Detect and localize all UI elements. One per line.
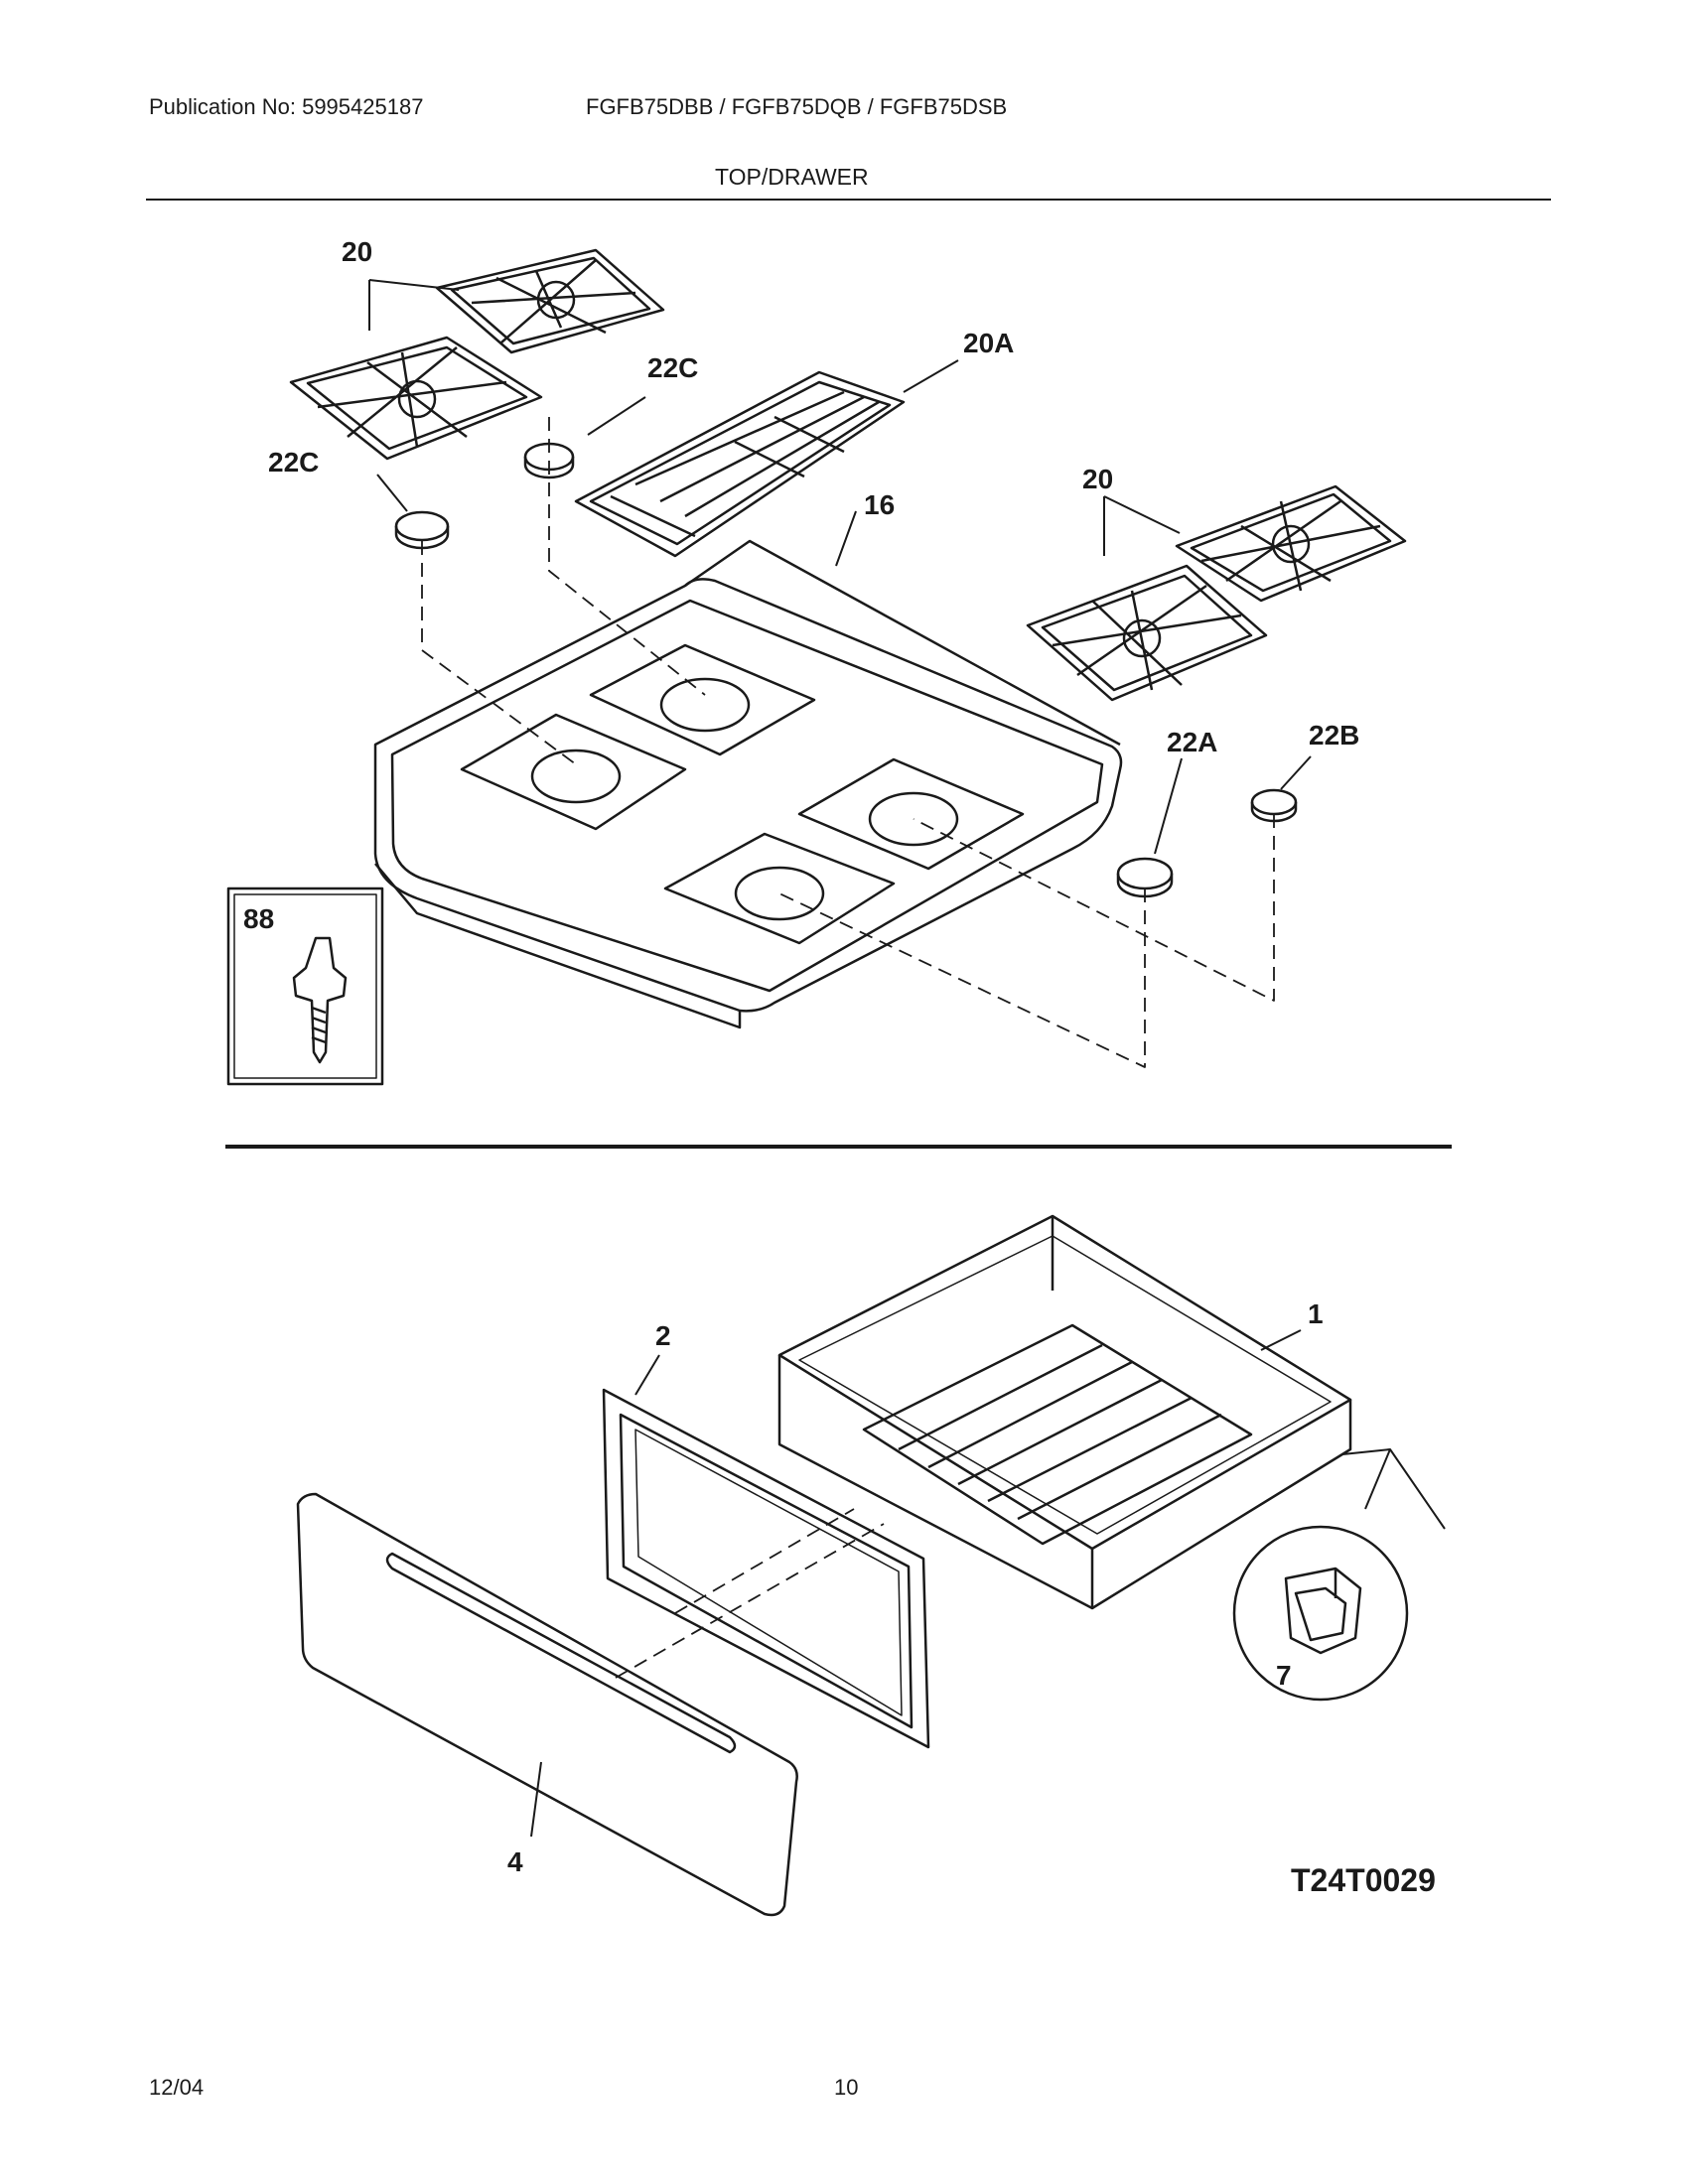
callout-88: 88 <box>243 903 274 934</box>
screw-inset <box>226 887 384 1086</box>
page-number: 10 <box>834 2075 859 2100</box>
clip-inset <box>1232 1525 1409 1702</box>
publication-number: Publication No: 5995425187 <box>149 94 424 119</box>
burner-cap-22b <box>1250 788 1298 816</box>
grate-right-rear <box>1175 484 1407 603</box>
section-title: TOP/DRAWER <box>715 164 869 190</box>
callout-2: 2 <box>655 1320 671 1351</box>
drawer-body <box>777 1214 1352 1610</box>
burner-cap-22a <box>1116 857 1174 890</box>
drawer-front <box>296 1492 798 1917</box>
callout-1: 1 <box>1308 1298 1324 1329</box>
diagram-code: T24T0029 <box>1291 1862 1436 1898</box>
callout-4: 4 <box>507 1846 523 1877</box>
drawer-liner <box>602 1388 930 1749</box>
callout-22c-lower: 22C <box>268 447 319 478</box>
grate-center <box>574 370 906 558</box>
grate-left-rear <box>435 248 665 354</box>
callout-20-left: 20 <box>342 236 372 267</box>
callout-16: 16 <box>864 489 895 520</box>
callout-20-right: 20 <box>1082 464 1113 494</box>
cooktop <box>373 539 1123 1029</box>
model-numbers: FGFB75DBB / FGFB75DQB / FGFB75DSB <box>586 94 1008 119</box>
callout-7: 7 <box>1276 1660 1292 1691</box>
header-rule <box>146 199 1551 201</box>
burner-cap-22c-lower <box>394 510 450 542</box>
grate-left-front <box>289 336 543 461</box>
grate-right-front <box>1026 564 1268 702</box>
callout-22b: 22B <box>1309 720 1359 751</box>
callout-20a: 20A <box>963 328 1014 358</box>
footer-date: 12/04 <box>149 2075 205 2100</box>
callout-22a: 22A <box>1167 727 1217 757</box>
callout-22c-upper: 22C <box>647 352 698 383</box>
